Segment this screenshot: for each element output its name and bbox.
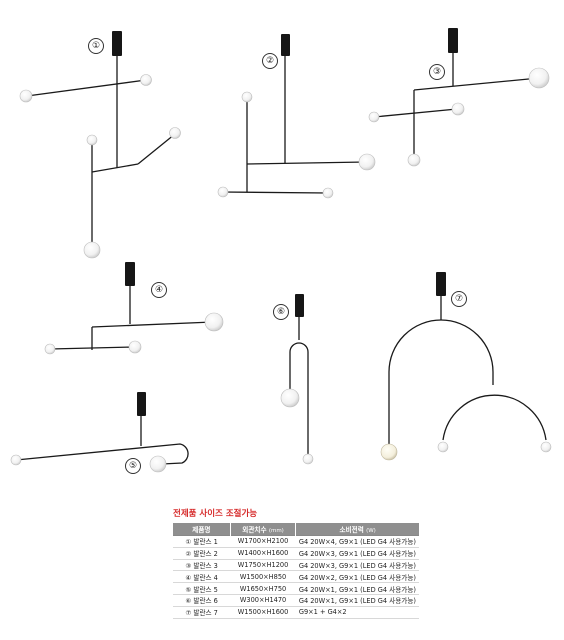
header-product-name: 제품명 [173, 523, 231, 536]
power: G4 20W×3, G9×1 (LED G4 사용가능) [295, 559, 419, 572]
dimensions: W1400×H1600 [230, 547, 296, 560]
table-row: ⑥ 발란스 6 W300×H1470 G4 20W×1, G9×1 (LED G… [173, 594, 419, 607]
lamp-label-7: ⑦ [451, 291, 467, 307]
table-row: ① 발란스 1 W1700×H2100 G4 20W×4, G9×1 (LED … [173, 535, 419, 548]
dimensions: W1500×H1600 [230, 606, 296, 619]
power: G4 20W×2, G9×1 (LED G4 사용가능) [295, 570, 419, 584]
table-row: ② 발란스 2 W1400×H1600 G4 20W×3, G9×1 (LED … [173, 547, 419, 560]
dimensions: W1650×H750 [230, 582, 296, 595]
table-row: ⑦ 발란스 7 W1500×H1600 G9×1 + G4×2 [173, 606, 419, 619]
lamp-label-2: ② [262, 53, 278, 69]
dimensions: W300×H1470 [230, 594, 296, 607]
lamp-illustrations [10, 28, 552, 473]
spec-table-header: 제품명 외관치수 (mm) 소비전력 (W) [173, 523, 419, 536]
header-power: 소비전력 (W) [295, 523, 419, 536]
lamp-1 [26, 55, 176, 245]
dimensions: W1500×H850 [230, 570, 296, 584]
power: G4 20W×3, G9×1 (LED G4 사용가능) [295, 547, 419, 560]
size-adjustable-caption: 전제품 사이즈 조절가능 [173, 509, 258, 519]
lamp-2 [221, 55, 367, 194]
product-name: ② 발란스 2 [173, 547, 231, 560]
header-dimensions: 외관치수 (mm) [230, 523, 297, 536]
product-name: ⑦ 발란스 7 [173, 606, 231, 619]
table-row: ⑤ 발란스 5 W1650×H750 G4 20W×1, G9×1 (LED G… [173, 582, 419, 595]
lamp-7 [388, 295, 547, 450]
product-name: ⑥ 발란스 6 [173, 594, 231, 607]
power: G4 20W×4, G9×1 (LED G4 사용가능) [295, 535, 419, 548]
lamp-label-4: ④ [151, 282, 167, 298]
lamp-label-6: ⑥ [273, 304, 289, 320]
spec-table: 제품명 외관치수 (mm) 소비전력 (W) ① 발란스 1 W1700×H21… [173, 523, 419, 619]
product-name: ① 발란스 1 [173, 535, 231, 548]
product-name: ④ 발란스 4 [173, 570, 231, 584]
table-row: ④ 발란스 4 W1500×H850 G4 20W×2, G9×1 (LED G… [173, 570, 419, 584]
lamp-label-1: ① [88, 38, 104, 54]
power: G9×1 + G4×2 [295, 606, 419, 619]
lamp-5 [15, 415, 189, 465]
dimensions: W1750×H1200 [230, 559, 296, 572]
lamp-3 [373, 52, 540, 158]
dimensions: W1700×H2100 [230, 535, 296, 548]
lamp-4 [49, 285, 214, 350]
power: G4 20W×1, G9×1 (LED G4 사용가능) [295, 594, 419, 607]
table-row: ③ 발란스 3 W1750×H1200 G4 20W×3, G9×1 (LED … [173, 559, 419, 572]
power: G4 20W×1, G9×1 (LED G4 사용가능) [295, 582, 419, 595]
product-name: ③ 발란스 3 [173, 559, 231, 572]
lamp-label-5: ⑤ [125, 458, 141, 474]
product-name: ⑤ 발란스 5 [173, 582, 231, 595]
lamp-label-3: ③ [429, 64, 445, 80]
lamp-6 [289, 316, 309, 458]
